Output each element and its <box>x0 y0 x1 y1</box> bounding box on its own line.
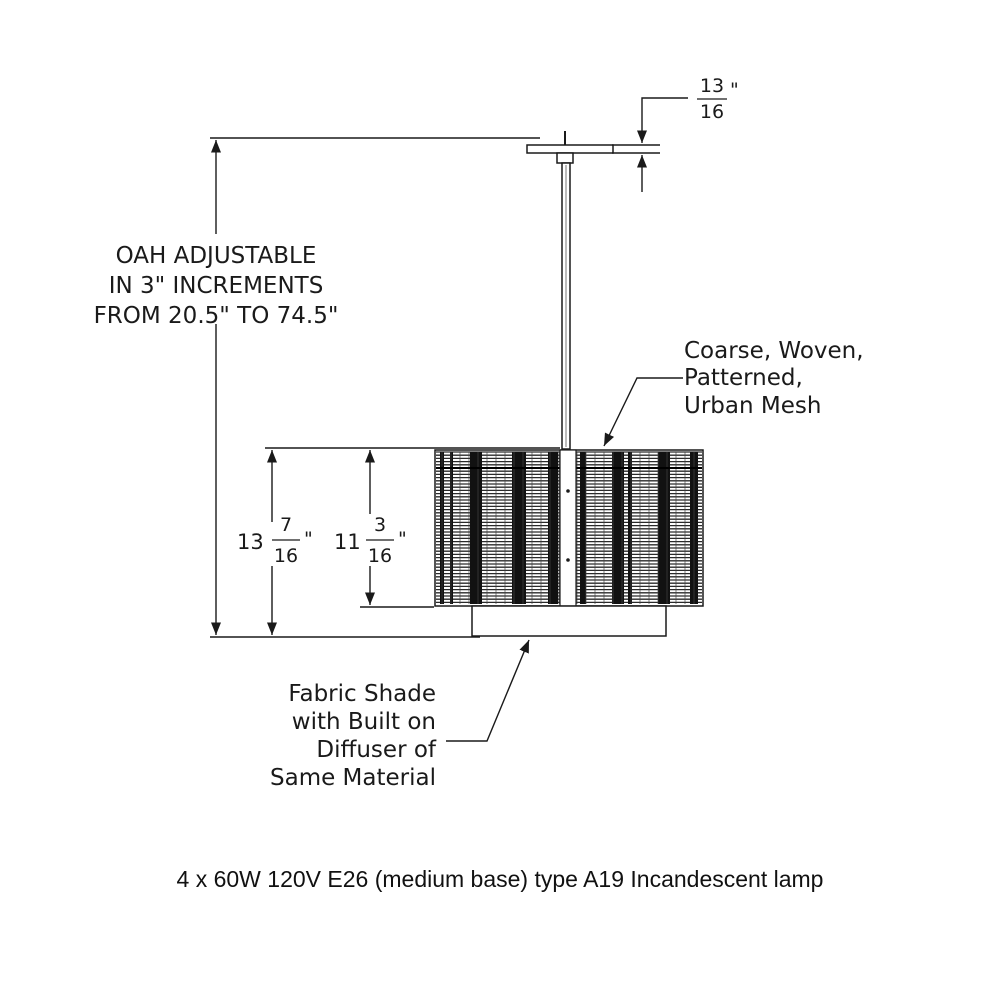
fabric-shade-label: Fabric Shade with Built on Diffuser of S… <box>270 681 437 791</box>
oah-dimension <box>210 137 540 638</box>
canopy-fraction: 13 16 " <box>697 75 739 123</box>
shade-height-denominator: 16 <box>368 545 392 567</box>
oah-label-line-2: IN 3" INCREMENTS <box>109 273 324 299</box>
total-height-whole: 13 <box>237 530 264 554</box>
total-height-denominator: 16 <box>274 545 298 567</box>
shade-height-dimension <box>360 450 434 608</box>
mesh-band <box>628 452 632 604</box>
mesh-label-line-2: Patterned, <box>684 365 803 391</box>
total-height-value: 13 7 16 " <box>237 514 313 567</box>
canopy-thickness-dimension <box>612 97 688 192</box>
total-height-unit: " <box>304 528 313 550</box>
mesh-band <box>450 452 453 604</box>
leader-lines <box>446 377 683 742</box>
mesh-band <box>612 452 624 604</box>
mesh-band <box>512 452 526 604</box>
lamp-spec-caption: 4 x 60W 120V E26 (medium base) type A19 … <box>176 866 824 892</box>
canopy-fraction-numerator: 13 <box>700 75 724 97</box>
shade-label-line-3: Diffuser of <box>316 737 436 763</box>
shade-height-whole: 11 <box>334 530 361 554</box>
mesh-band <box>580 452 586 604</box>
oah-label-line-3: FROM 20.5" TO 74.5" <box>94 303 339 329</box>
oah-label: OAH ADJUSTABLE IN 3" INCREMENTS FROM 20.… <box>94 243 339 329</box>
shade-height-value: 11 3 16 " <box>334 514 407 567</box>
oah-label-line-1: OAH ADJUSTABLE <box>116 243 317 269</box>
total-height-dimension <box>265 447 560 635</box>
shade-height-unit: " <box>398 528 407 550</box>
mesh-band <box>658 452 670 604</box>
fabric-shade <box>471 605 667 637</box>
mesh-band <box>470 452 482 604</box>
shade-label-line-4: Same Material <box>270 765 436 791</box>
shade-label-line-2: with Built on <box>292 709 436 735</box>
canopy-fraction-unit: " <box>730 79 739 101</box>
canopy <box>526 131 614 164</box>
mesh-label: Coarse, Woven, Patterned, Urban Mesh <box>684 338 864 419</box>
mesh-shade <box>434 449 704 607</box>
mesh-label-line-3: Urban Mesh <box>684 393 821 419</box>
shade-height-numerator: 3 <box>374 514 386 536</box>
shade-label-line-1: Fabric Shade <box>288 681 436 707</box>
stem <box>561 162 571 450</box>
mesh-band <box>548 452 558 604</box>
canopy-fraction-denominator: 16 <box>700 101 724 123</box>
total-height-numerator: 7 <box>280 514 292 536</box>
mesh-label-line-1: Coarse, Woven, <box>684 338 864 364</box>
